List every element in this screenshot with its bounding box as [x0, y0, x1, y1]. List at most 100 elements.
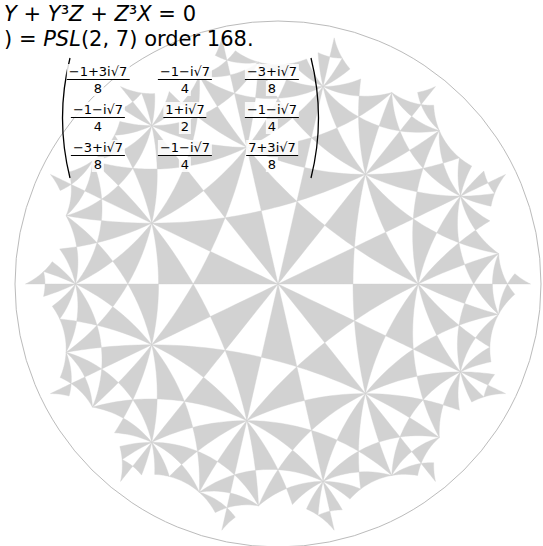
glyph: o [144, 27, 157, 51]
grey-triangle [152, 442, 170, 476]
glyph: ) [129, 27, 137, 51]
matrix-numerator: −1−i√7 [158, 140, 212, 156]
glyph: 7 [116, 27, 129, 51]
grey-triangle [115, 418, 152, 442]
grey-triangle [92, 369, 118, 407]
grey-triangle [199, 475, 234, 493]
right-parenthesis [311, 58, 319, 178]
grey-triangle [392, 93, 421, 117]
grey-triangle [418, 87, 436, 105]
grey-triangle [193, 251, 278, 284]
grey-triangle [152, 223, 193, 284]
matrix-numerator: −3+i√7 [245, 64, 299, 80]
grey-triangle [210, 284, 278, 350]
grey-triangle [337, 394, 365, 452]
grey-triangle [354, 232, 418, 284]
grey-triangle [75, 284, 97, 325]
grey-triangle [443, 372, 460, 410]
glyph [109, 27, 116, 51]
grey-triangle [410, 130, 440, 168]
grey-triangle [421, 105, 439, 131]
grey-triangle [297, 343, 366, 394]
glyph: Z [114, 2, 128, 26]
glyph: Y [48, 2, 61, 26]
group-text: ) = PSL(2, 7) order 168. [4, 27, 254, 51]
grey-triangle [318, 53, 330, 87]
matrix-numerator: −3+i√7 [71, 140, 125, 156]
glyph: 2 [89, 27, 102, 51]
grey-triangle [97, 307, 152, 345]
glyph: P [43, 27, 56, 51]
grey-triangle [121, 87, 142, 102]
grey-triangle [247, 421, 278, 471]
glyph: 1 [207, 27, 220, 51]
grey-triangle [44, 284, 76, 296]
grey-triangle [60, 319, 77, 352]
glyph: 8 [234, 27, 247, 51]
grey-triangle [474, 284, 499, 314]
grey-triangle [247, 138, 312, 168]
grey-triangle [101, 345, 151, 369]
equation-text: Y + Y³Z + Z³X = 0 [4, 2, 196, 26]
grey-triangle [75, 243, 112, 284]
glyph [12, 27, 19, 51]
matrix-numerator: −1+3i√7 [67, 64, 130, 80]
glyph [37, 27, 44, 51]
glyph: = [158, 2, 176, 26]
grey-triangle [323, 451, 359, 481]
grey-triangle [92, 400, 132, 418]
grey-triangle [71, 377, 92, 407]
grey-triangle [121, 460, 133, 482]
glyph: ( [81, 27, 89, 51]
grey-triangle [359, 117, 380, 175]
grey-triangle [330, 38, 342, 58]
grey-triangle [484, 385, 506, 397]
glyph [108, 2, 115, 26]
glyph: ³ [129, 2, 137, 26]
grey-triangle [152, 284, 211, 345]
glyph: ³ [61, 2, 69, 26]
grey-triangle [44, 262, 76, 284]
matrix-numerator: −1−i√7 [245, 102, 299, 118]
grey-triangle [418, 284, 474, 304]
grey-triangle [439, 130, 459, 163]
glyph: + [24, 2, 42, 26]
grey-triangle [66, 184, 85, 215]
grey-triangle [359, 93, 392, 117]
triangle-tiling [25, 38, 530, 530]
glyph: 0 [183, 2, 196, 26]
glyph [41, 2, 48, 26]
grey-triangle [122, 102, 152, 126]
grey-triangle [69, 161, 92, 185]
glyph: S [56, 27, 69, 51]
glyph [137, 27, 144, 51]
grey-triangle [66, 216, 97, 247]
grey-triangle [222, 508, 236, 530]
glyph: Z [69, 2, 83, 26]
glyph: , [102, 27, 109, 51]
glyph: e [179, 27, 192, 51]
grey-triangle [227, 493, 259, 508]
matrix-numerator: 7+3i√7 [246, 140, 298, 156]
matrix-denominator: 8 [266, 157, 278, 172]
grey-triangle [278, 450, 323, 481]
grey-triangle [227, 51, 259, 63]
grey-triangle [133, 442, 152, 475]
matrix-numerator: 1+i√7 [163, 102, 206, 118]
grey-triangle [152, 401, 193, 442]
grey-triangle [412, 438, 440, 464]
grey-triangle [423, 163, 460, 196]
grey-triangle [460, 171, 487, 196]
glyph: d [165, 27, 178, 51]
matrix-denominator: 8 [92, 157, 104, 172]
grey-triangle [60, 352, 71, 383]
matrix-denominator: 4 [266, 119, 278, 134]
boundary-circle [15, 21, 541, 546]
grey-triangle [259, 470, 287, 506]
grey-triangle [297, 168, 366, 202]
grey-triangle [311, 128, 365, 174]
grey-triangle [488, 174, 506, 193]
grey-triangle [460, 347, 491, 372]
grey-triangle [323, 481, 342, 511]
matrix-denominator: 4 [179, 157, 191, 172]
